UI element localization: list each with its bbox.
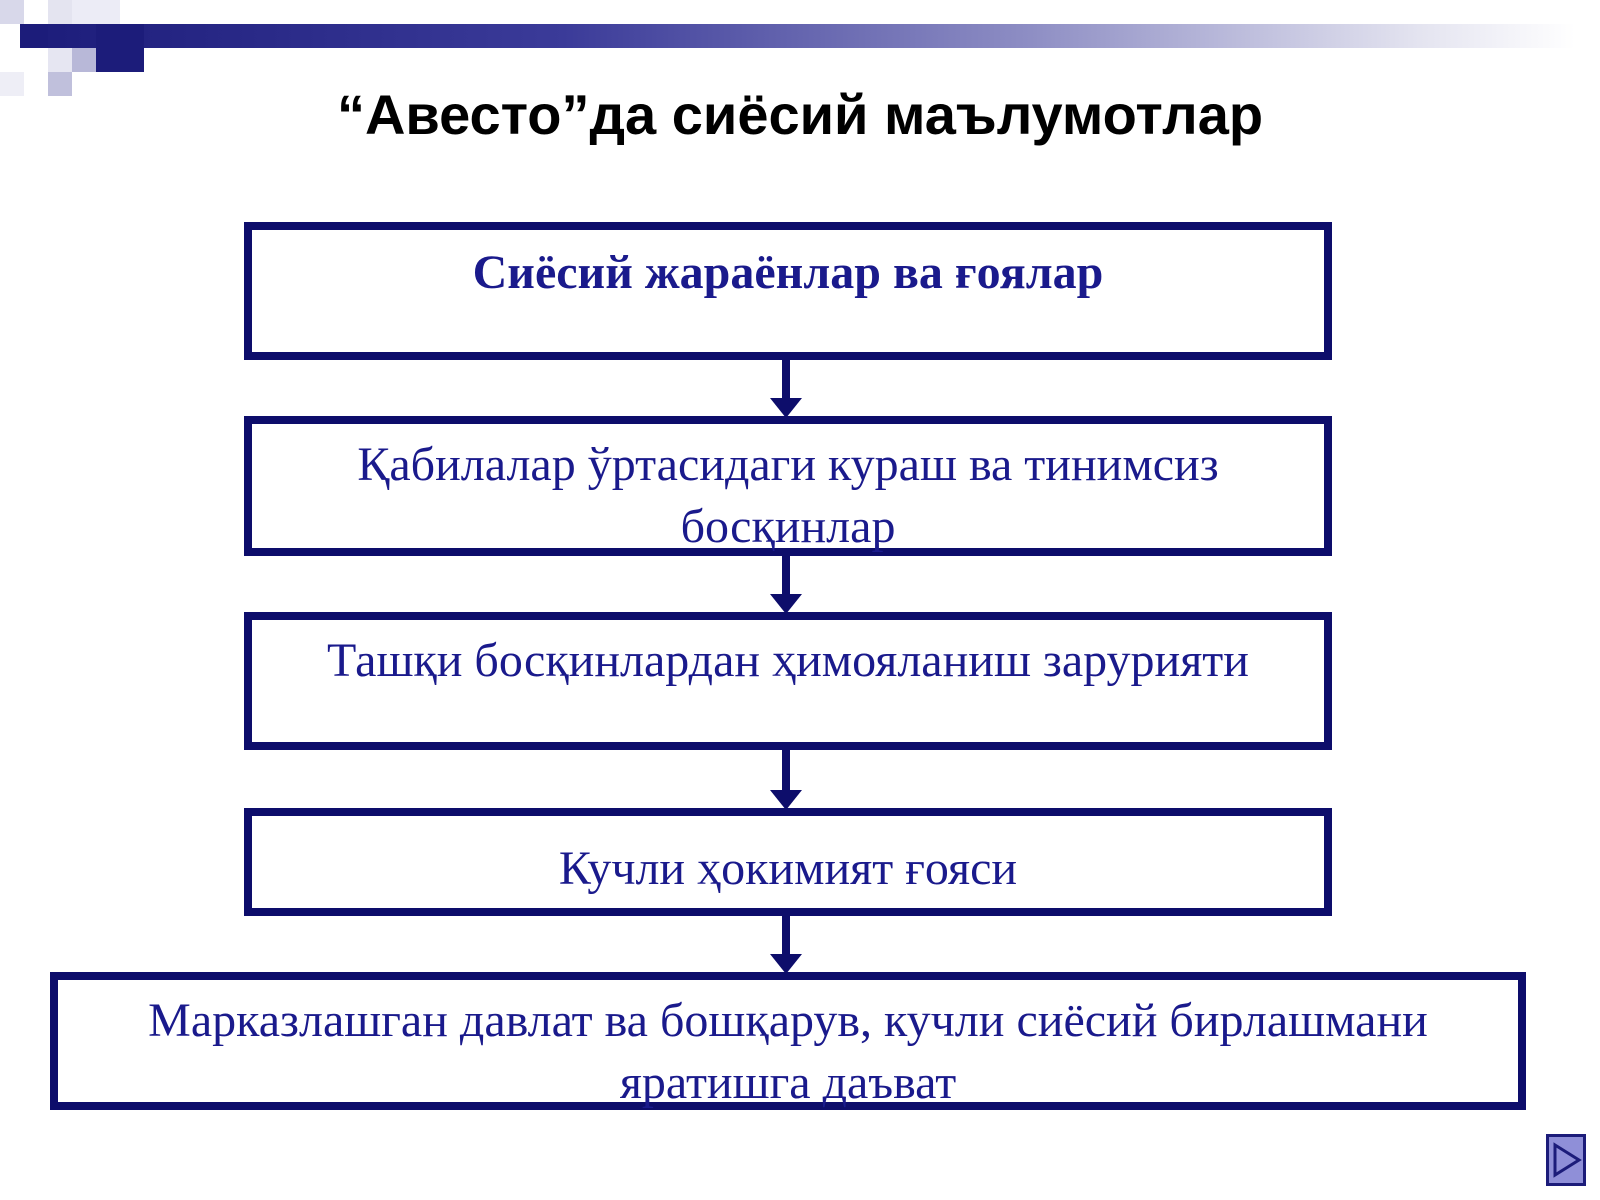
flow-box-strong-power: Кучли ҳокимият ғояси — [244, 808, 1332, 916]
arrow-2 — [770, 556, 802, 614]
slide-title: “Авесто”да сиёсий маълумотлар — [336, 83, 1264, 146]
play-triangle-icon — [1553, 1142, 1582, 1178]
flow-box-text: Марказлашган давлат ва бошқарув, кучли с… — [148, 994, 1428, 1047]
flow-box-text: Ташқи босқинлардан ҳимояланиш зарурияти — [327, 634, 1249, 687]
flow-box-text: Қабилалар ўртасидаги кураш ва тинимсиз — [357, 438, 1219, 491]
flow-box-text: Сиёсий жараёнлар ва ғоялар — [472, 246, 1104, 299]
flow-box-text: босқинлар — [680, 500, 896, 553]
header-gradient-bar — [20, 24, 1575, 48]
flow-box-political-processes: Сиёсий жараёнлар ва ғоялар — [244, 222, 1332, 360]
next-slide-button[interactable] — [1546, 1134, 1586, 1186]
arrow-4 — [770, 916, 802, 974]
arrow-1 — [770, 360, 802, 418]
arrow-3 — [770, 750, 802, 810]
flow-box-centralized-state: Марказлашган давлат ва бошқарув, кучли с… — [50, 972, 1526, 1110]
flow-box-tribal-struggles: Қабилалар ўртасидаги кураш ва тинимсиз б… — [244, 416, 1332, 556]
flow-box-external-defense: Ташқи босқинлардан ҳимояланиш зарурияти — [244, 612, 1332, 750]
header-decoration — [0, 0, 150, 100]
flow-box-text: Кучли ҳокимият ғояси — [558, 842, 1018, 895]
flow-box-text: яратишга даъват — [619, 1056, 957, 1109]
